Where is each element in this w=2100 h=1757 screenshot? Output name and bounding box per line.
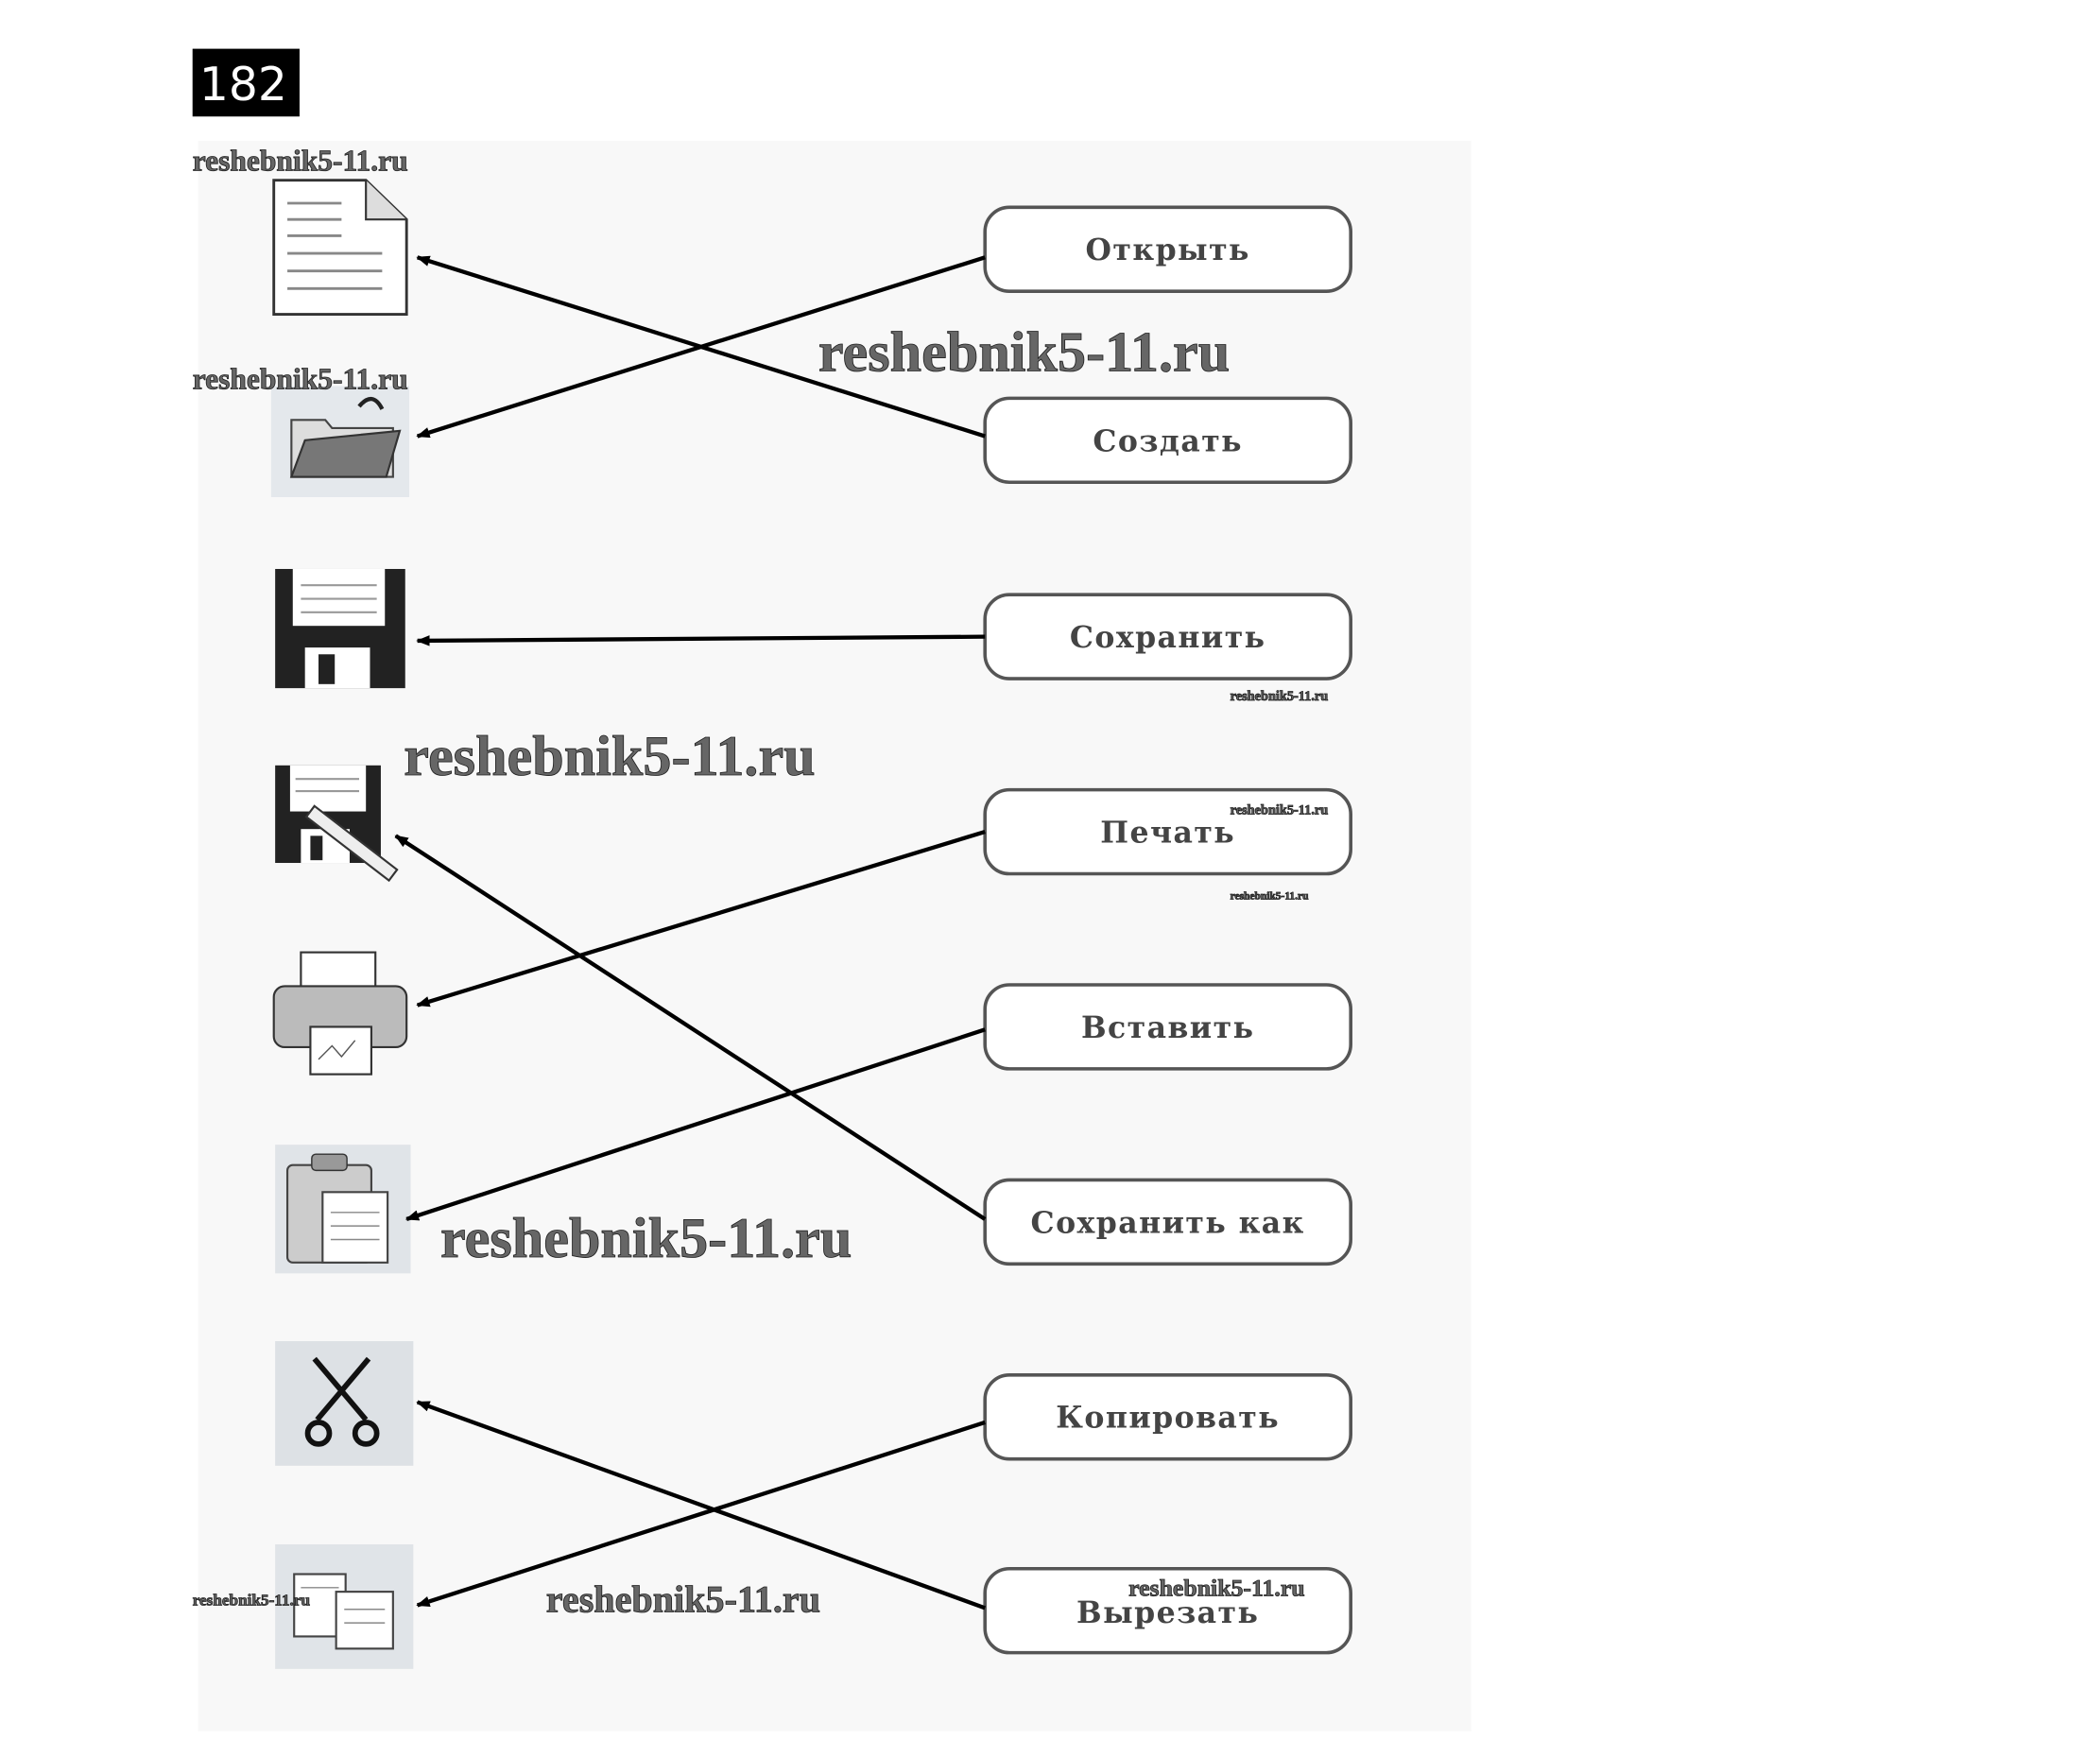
button-print[interactable]: Печать <box>983 787 1352 876</box>
watermark: reshebnik5-11.ru <box>1231 891 1309 903</box>
button-label: Вырезать <box>1076 1595 1259 1630</box>
arrow-paste-to-clipboard <box>405 1027 986 1222</box>
task-number: 182 <box>199 59 287 112</box>
button-label: Сохранить <box>1070 620 1266 655</box>
arrow-copy-to-documents <box>416 1420 986 1608</box>
printer-icon <box>272 951 408 1076</box>
watermark: reshebnik5-11.ru <box>1231 689 1329 704</box>
button-label: Создать <box>1093 423 1243 458</box>
watermark: reshebnik5-11.ru <box>193 362 408 395</box>
button-save-as[interactable]: Сохранить как <box>983 1178 1352 1266</box>
watermark: reshebnik5-11.ru <box>1231 802 1329 818</box>
button-label: Копировать <box>1056 1401 1280 1436</box>
arrow-cut-to-scissors <box>416 1400 986 1611</box>
button-label: Вставить <box>1081 1010 1254 1045</box>
task-number-badge: 182 <box>192 48 300 117</box>
save-as-floppy-pencil-icon <box>275 765 399 883</box>
copy-documents-icon <box>275 1543 414 1669</box>
watermark: reshebnik5-11.ru <box>546 1578 820 1621</box>
button-label: Открыть <box>1086 233 1250 267</box>
button-save[interactable]: Сохранить <box>983 593 1352 680</box>
arrow-print-to-printer <box>416 829 986 1008</box>
watermark: reshebnik5-11.ru <box>404 725 815 788</box>
arrow-create-to-document <box>416 255 986 439</box>
button-paste[interactable]: Вставить <box>983 983 1352 1071</box>
cut-scissors-icon <box>275 1340 414 1466</box>
save-floppy-icon <box>275 568 405 689</box>
watermark: reshebnik5-11.ru <box>440 1207 852 1270</box>
watermark: reshebnik5-11.ru <box>193 145 408 178</box>
button-create[interactable]: Создать <box>983 396 1352 485</box>
watermark: reshebnik5-11.ru <box>1128 1574 1304 1601</box>
new-document-icon <box>272 179 408 316</box>
button-copy[interactable]: Копировать <box>983 1373 1352 1461</box>
button-label: Сохранить как <box>1031 1205 1305 1240</box>
paste-clipboard-icon <box>275 1145 411 1274</box>
arrow-save-to-floppy <box>416 634 986 646</box>
watermark: reshebnik5-11.ru <box>193 1591 311 1609</box>
watermark: reshebnik5-11.ru <box>818 321 1230 385</box>
open-folder-icon <box>270 386 410 498</box>
button-cut[interactable]: Вырезать <box>983 1566 1352 1655</box>
button-label: Печать <box>1100 816 1235 851</box>
button-open[interactable]: Открыть <box>983 205 1352 293</box>
arrow-save-as-to-floppy-pencil <box>394 834 987 1221</box>
